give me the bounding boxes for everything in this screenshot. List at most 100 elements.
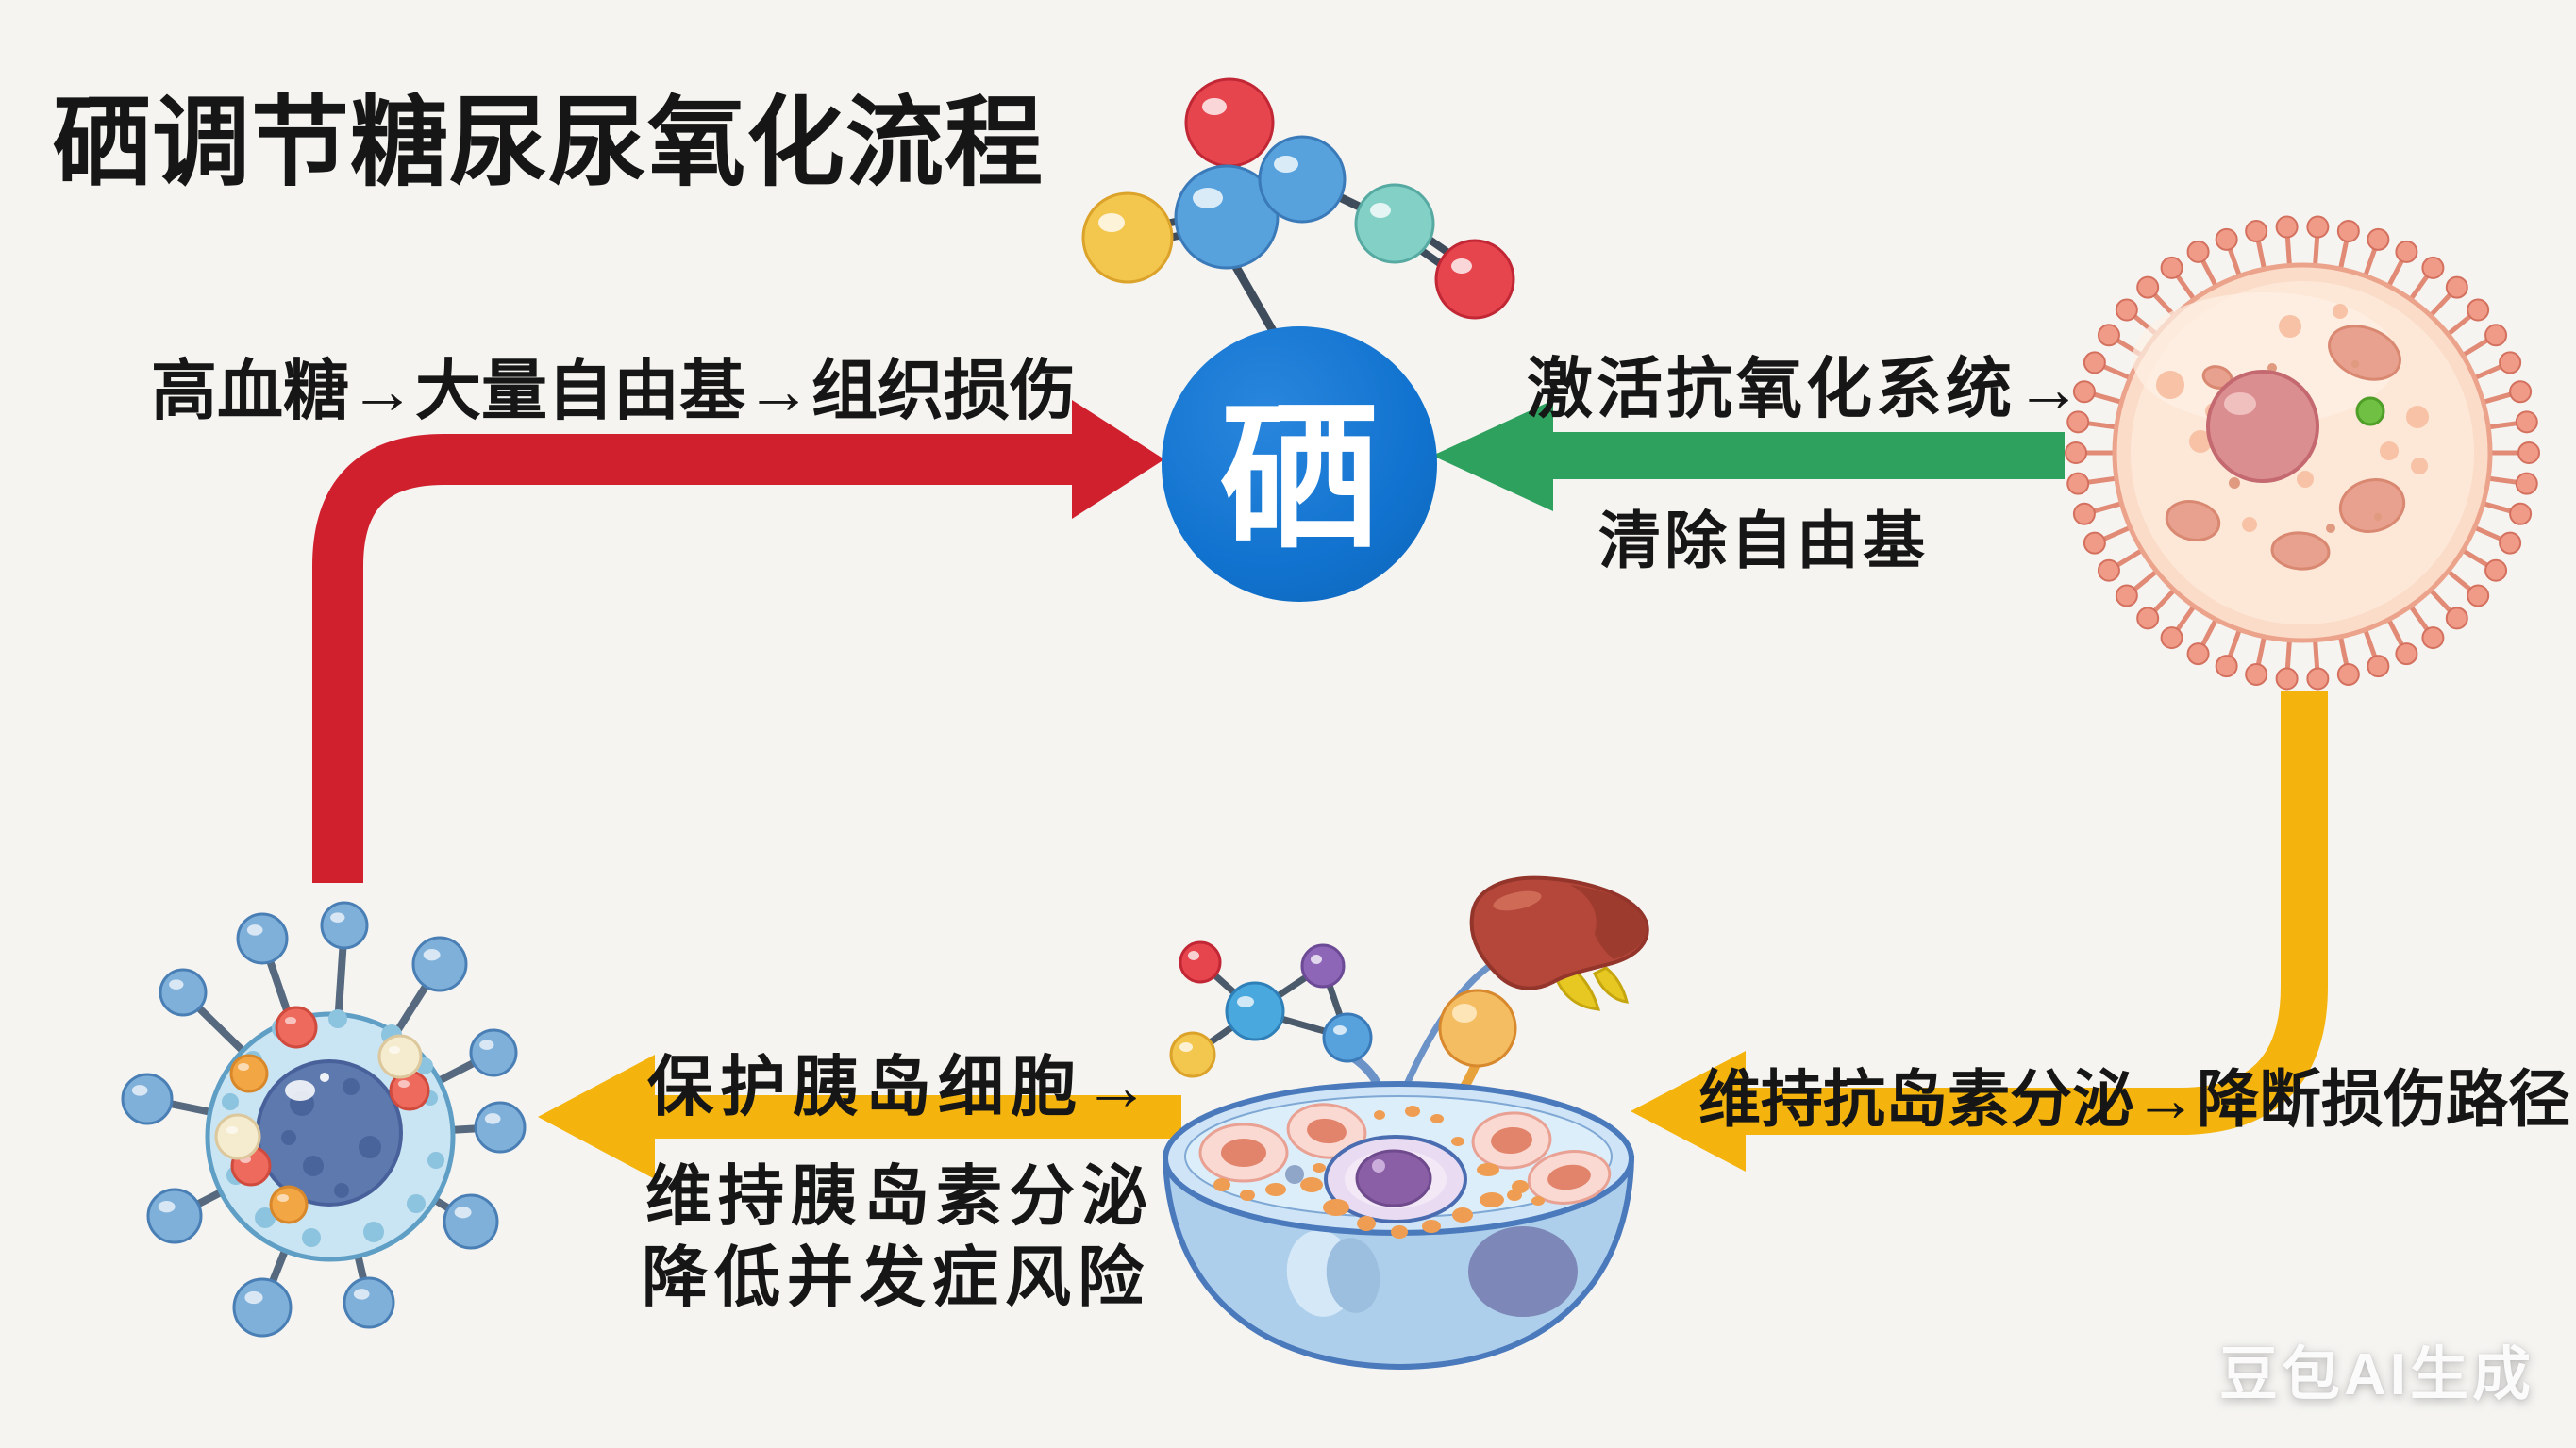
arrowhead-left [1432, 400, 1553, 511]
nucleus-highlight [1372, 1159, 1385, 1173]
membrane-spoke [2313, 237, 2320, 267]
vesicle [275, 1006, 318, 1049]
oxygen-atom [1184, 77, 1275, 168]
islet-cell [1527, 1150, 1612, 1205]
membrane-bead [2499, 351, 2522, 374]
vesicle-highlight [226, 1126, 238, 1134]
membrane-bead [2186, 240, 2210, 263]
membrane-bead [2499, 531, 2522, 555]
membrane-spoke [2255, 635, 2267, 665]
membrane-bead [2484, 324, 2508, 347]
receptor-highlight [246, 924, 263, 936]
granule [1477, 1163, 1499, 1176]
vesicle [229, 1054, 269, 1093]
dish-blob [1468, 1226, 1578, 1317]
speckle [427, 1152, 444, 1169]
granule [1452, 1207, 1473, 1223]
membrane-bead [2097, 558, 2120, 582]
membrane-spoke [2481, 501, 2512, 514]
vesicle-highlight [277, 1194, 289, 1202]
vesicle-highlight [238, 1063, 249, 1071]
membrane-spoke [2446, 569, 2472, 591]
receptor-highlight [454, 1207, 472, 1219]
vesicle [377, 1034, 423, 1079]
arrowhead-left [1631, 1051, 1746, 1172]
islet-cell [1198, 1123, 1289, 1183]
nucleus-spot [281, 1130, 296, 1145]
membrane-spoke [2102, 524, 2133, 541]
granule [1357, 1216, 1376, 1231]
receptor-ball [443, 1193, 499, 1250]
membrane-spoke [2408, 275, 2430, 302]
vesicle-highlight [398, 1080, 410, 1088]
membrane-spoke [2385, 617, 2404, 646]
selenium-molecule-icon [1081, 77, 1515, 339]
organelle-specks [2229, 360, 2382, 533]
membrane-spoke [2472, 524, 2502, 541]
cytoplasm-dot [2333, 304, 2348, 319]
gallbladder [1553, 966, 1601, 1011]
speckle [222, 1093, 239, 1110]
membrane-bead [2467, 584, 2490, 607]
oxidative-damage-arrow [312, 400, 1164, 883]
membrane-bead [2065, 441, 2087, 464]
membrane-bead [2515, 472, 2538, 495]
speckle [363, 1222, 384, 1242]
vesicle-dots [214, 1006, 430, 1224]
receptor-ball [320, 901, 369, 950]
membrane-spoke [2408, 604, 2430, 631]
cytoplasm-dot [2406, 406, 2429, 428]
membrane-bead [2115, 584, 2138, 607]
cytoplasm-dot [2156, 371, 2184, 399]
receptor-highlight [330, 912, 345, 923]
membrane-bead [2066, 410, 2090, 434]
membrane-spoke [2093, 501, 2124, 514]
cytoplasm-dot [2411, 458, 2428, 474]
arrowhead-right [1072, 400, 1164, 519]
selenium-node: 硒 [1162, 326, 1437, 602]
nucleus [1355, 1149, 1432, 1207]
liver-icon [1469, 875, 1649, 1011]
nucleus-spot [334, 1183, 349, 1198]
membrane-spoke [2446, 314, 2472, 337]
granule [1323, 1199, 1349, 1216]
membrane-bead [2072, 380, 2096, 404]
membrane-bead [2509, 380, 2533, 404]
watermark: 豆包AI生成 [2219, 1342, 2535, 1407]
receptor-highlight [131, 1085, 148, 1096]
islet-cells-dish-icon [1162, 875, 1649, 1371]
nucleus-spot [343, 1078, 360, 1095]
membrane-bead [2066, 472, 2090, 495]
membrane-bead [2336, 662, 2360, 686]
organelle-speck [2374, 513, 2382, 521]
label-protect-islet: 保护胰岛细胞→ [647, 1050, 1156, 1123]
membrane-spoke [2284, 237, 2292, 267]
membrane-spoke [2362, 248, 2378, 278]
membrane-bead [2517, 441, 2540, 464]
membrane-spoke [2102, 364, 2133, 381]
cytoplasm-dots [2156, 304, 2429, 532]
insulin-molecule-icon [1169, 940, 1373, 1078]
granule [1313, 1163, 1326, 1173]
nucleus [2206, 370, 2319, 483]
granule [1213, 1178, 1230, 1191]
insulin-vesicle-icon [1438, 989, 1517, 1068]
organelle-speck [2351, 360, 2359, 368]
membrane-spoke [2481, 391, 2512, 405]
receptor-highlight [353, 1289, 370, 1300]
receptor-highlight [479, 1040, 494, 1050]
receptor-ball [146, 1188, 203, 1244]
membrane-bead [2484, 558, 2508, 582]
oxygen-atom [1434, 239, 1515, 320]
cytoplasm-dot [2279, 315, 2301, 338]
membrane-spoke [2133, 569, 2159, 591]
membrane-spoke [2337, 635, 2350, 665]
membrane-spoke [2428, 292, 2452, 319]
label-antioxidant-bottom: 清除自由基 [1598, 506, 1929, 575]
membrane-spoke [2227, 248, 2243, 278]
membrane-spoke [2087, 421, 2118, 430]
receptor-highlight [423, 949, 441, 961]
membrane-spoke [2385, 259, 2404, 289]
membrane-spoke [2284, 639, 2292, 669]
